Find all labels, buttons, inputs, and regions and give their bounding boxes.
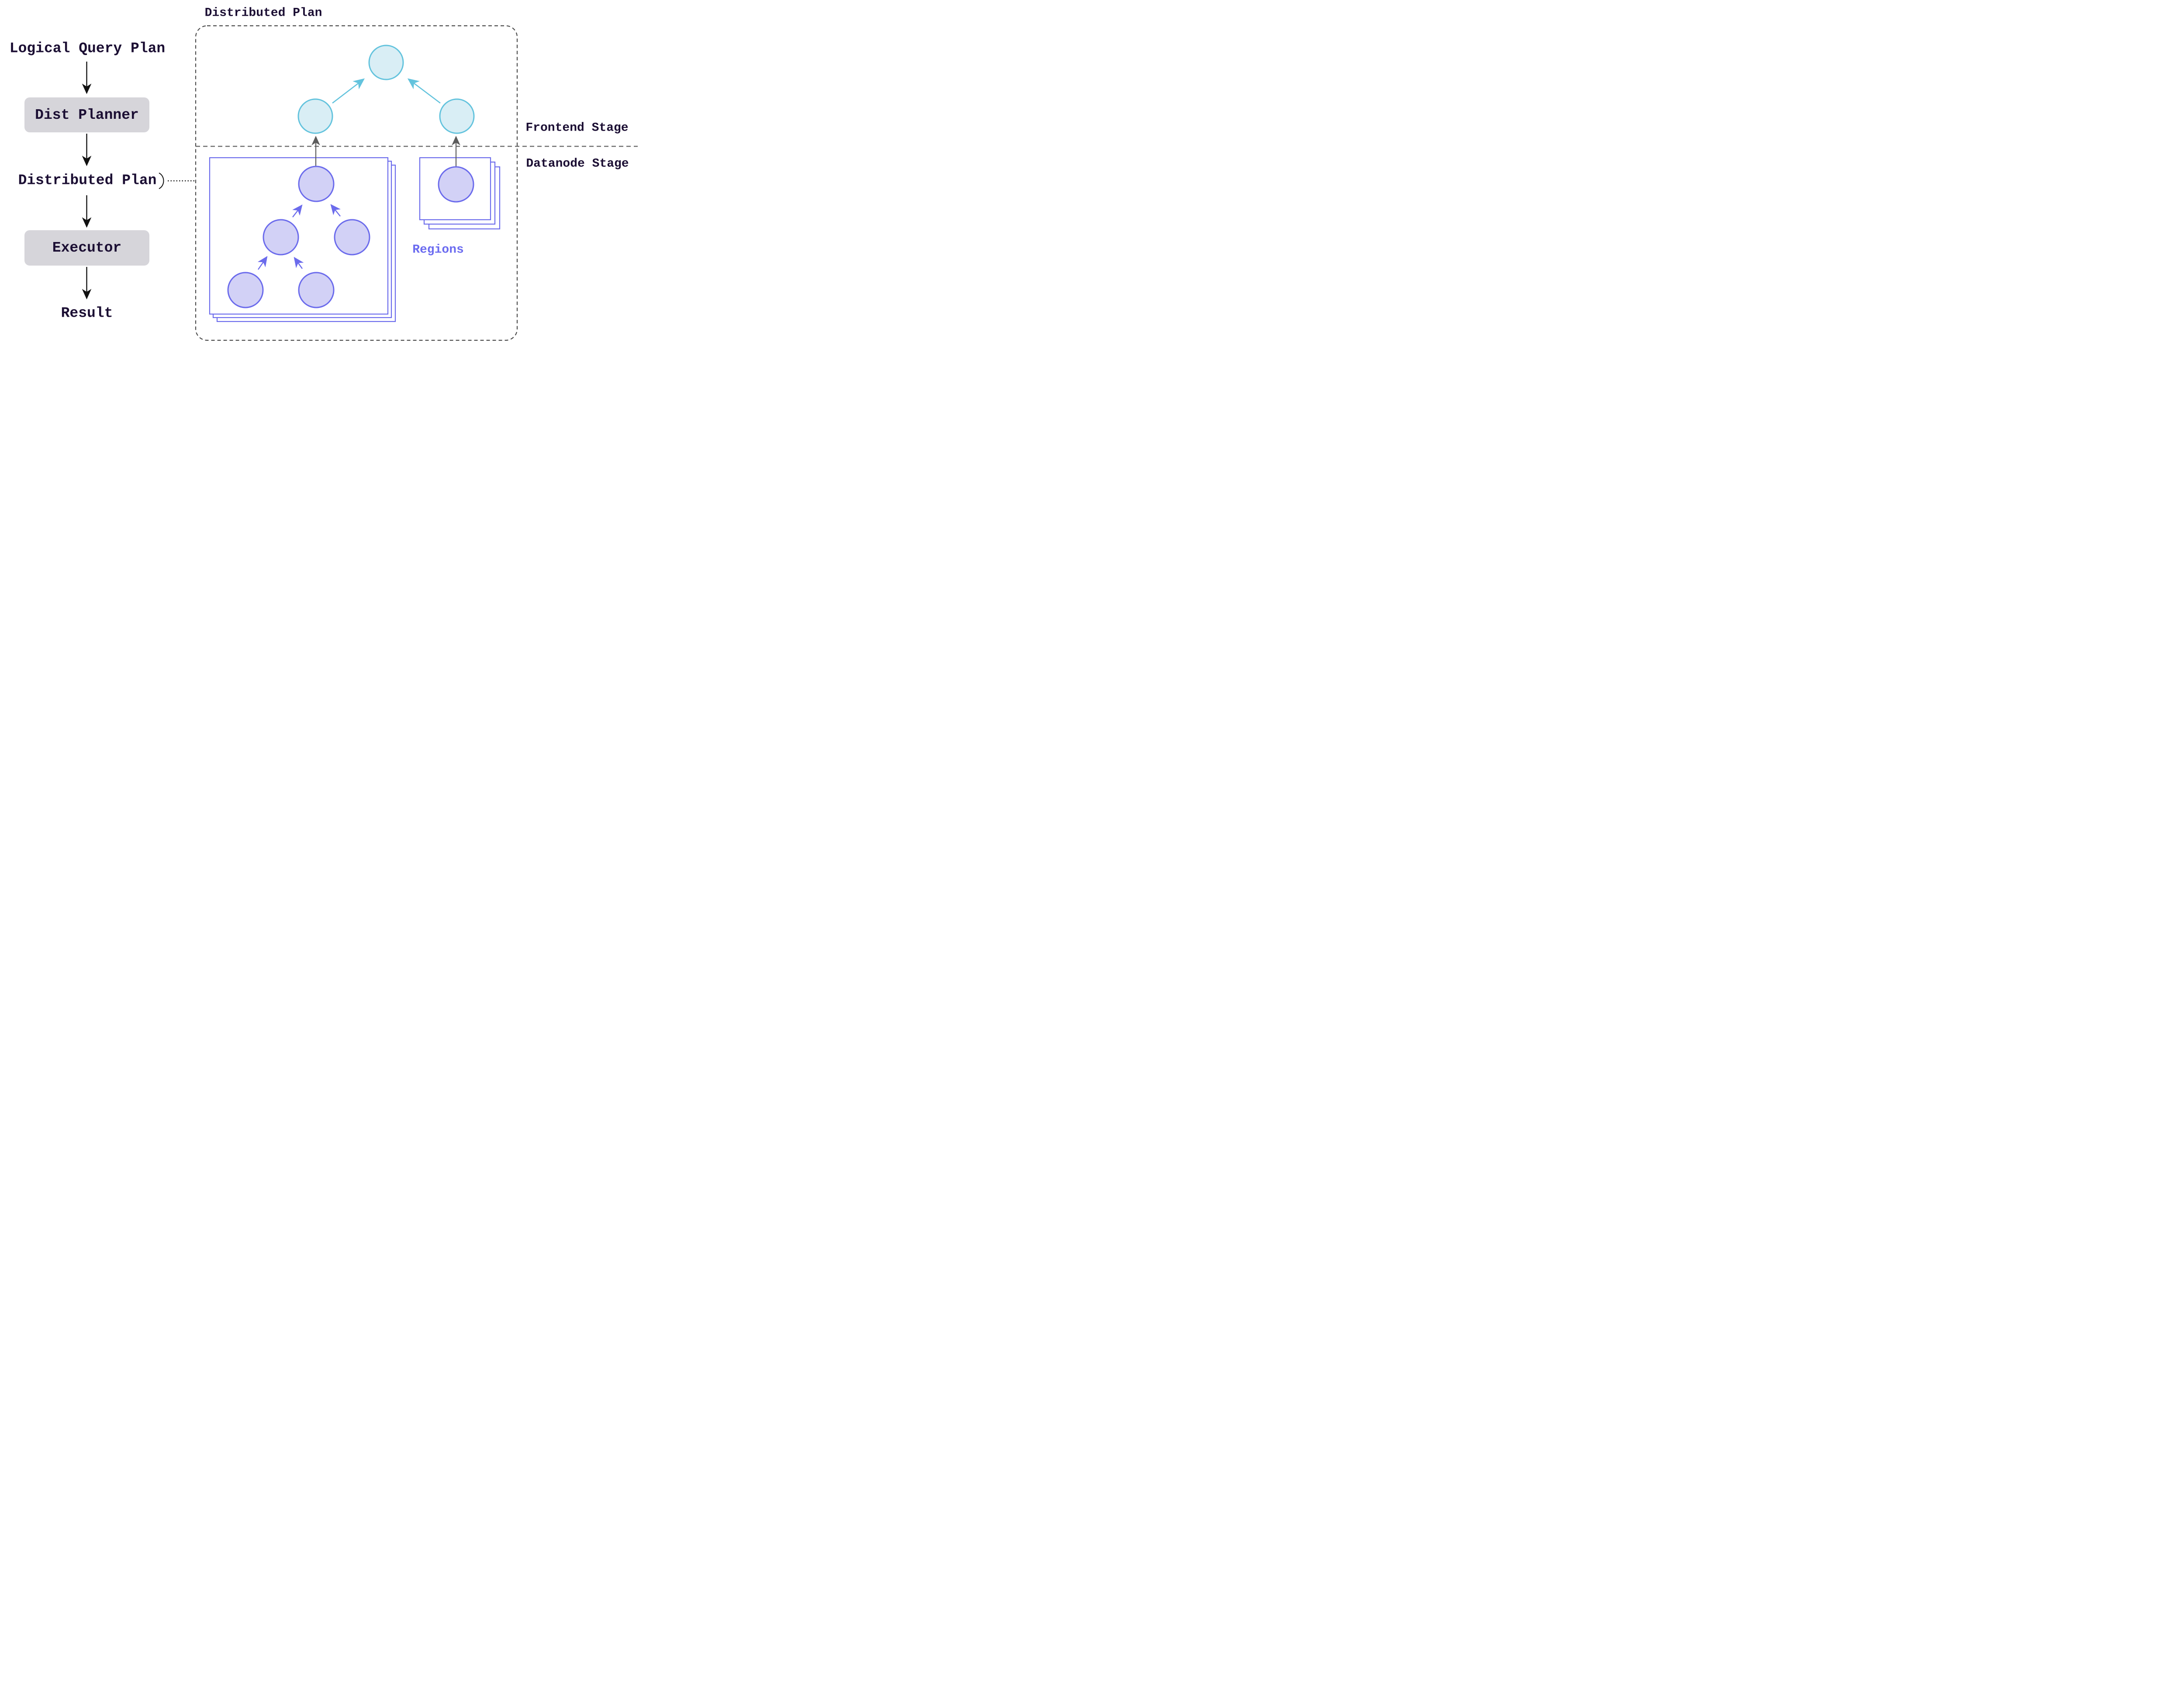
distributed-plan-label: Distributed Plan (18, 172, 157, 189)
datanode-edge-leafcenter-to-midleft (294, 257, 304, 269)
distributed-plan-region-title: Distributed Plan (204, 6, 322, 20)
datanode-node-leaf-center (298, 272, 335, 308)
datanode-edge-midleft-to-root (292, 204, 303, 218)
executor-label: Executor (52, 240, 122, 256)
datanode-node-mid-right (334, 219, 370, 256)
result-label: Result (61, 305, 113, 322)
frontend-stage-label: Frontend Stage (525, 121, 629, 135)
regions-label: Regions (412, 243, 464, 257)
datanode-node-leaf-left (227, 272, 264, 308)
frontend-node-root (368, 45, 404, 80)
distributed-plan-boundary (195, 25, 518, 341)
frontend-node-right (439, 98, 475, 134)
logical-query-plan-label: Logical Query Plan (9, 40, 166, 57)
diagram-canvas: Logical Query Plan Dist Planner Distribu… (0, 0, 638, 342)
datanode-node-mid-left (263, 219, 299, 256)
frontend-edge-left (332, 78, 365, 104)
executor-box: Executor (24, 230, 149, 266)
datanode-stage-label: Datanode Stage (526, 157, 629, 171)
frontend-edge-right (407, 78, 441, 104)
brace-connector (159, 173, 164, 189)
datanode-node-root (298, 166, 335, 202)
frontend-node-left (297, 98, 333, 134)
dist-planner-label: Dist Planner (35, 107, 139, 123)
datanode-edge-midright-to-root (330, 204, 341, 217)
diagram-graphics (82, 25, 638, 341)
datanode-node-single (438, 166, 474, 203)
datanode-edge-leafleft-to-midleft (257, 256, 268, 270)
dist-planner-box: Dist Planner (24, 97, 149, 132)
